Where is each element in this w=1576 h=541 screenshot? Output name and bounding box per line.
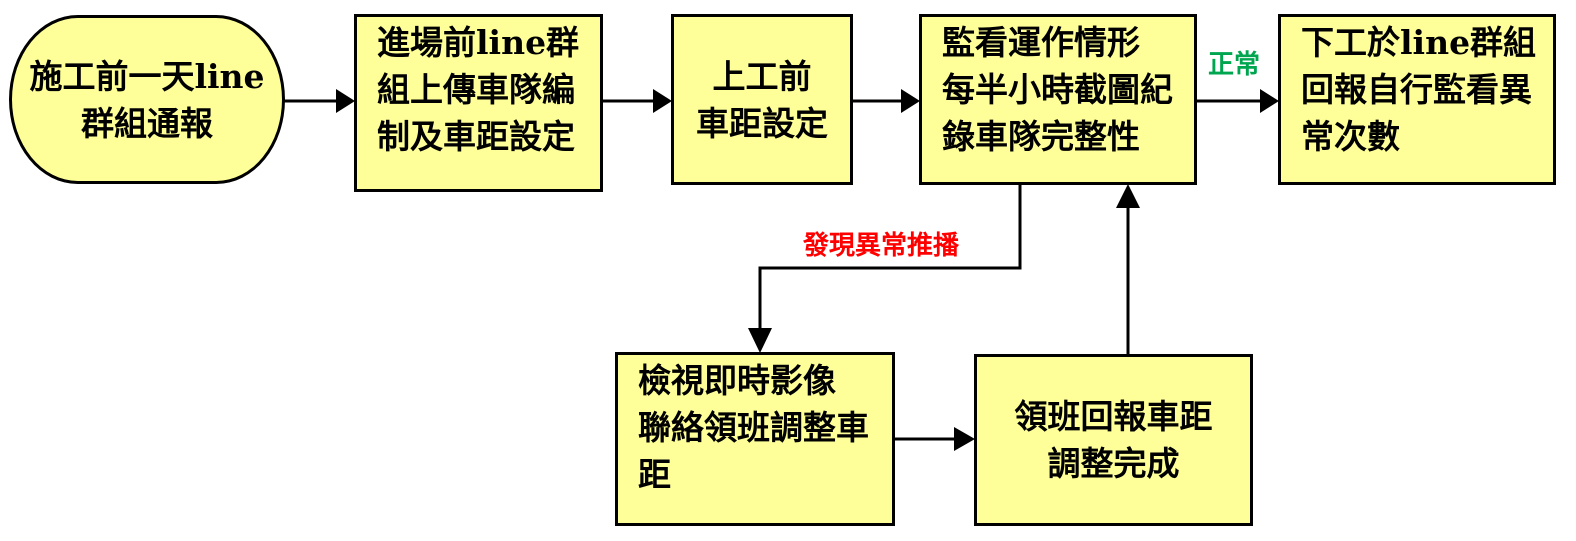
node-text-line: 群組通報 <box>81 103 213 143</box>
node-text-line: 每半小時截圖紀 <box>942 70 1173 109</box>
arrowhead <box>1260 89 1279 113</box>
node-text-line: 回報自行監看異 <box>1301 70 1532 109</box>
node-after-work-report: 下工於line群組 回報自行監看異 常次數 <box>1278 14 1556 185</box>
node-text-line: 常次數 <box>1301 117 1400 156</box>
node-text-line: 進場前line群 <box>377 23 580 62</box>
node-foreman-adjustment-complete: 領班回報車距 調整完成 <box>974 354 1253 526</box>
node-upload-fleet-setup: 進場前line群 組上傳車隊編 制及車距設定 <box>354 14 603 192</box>
arrow-monitor-to-inspect <box>758 184 1022 330</box>
node-text-line: 上工前 <box>712 56 812 96</box>
arrowhead <box>1116 184 1140 208</box>
edge-label-abnormal-push: 發現異常推播 <box>803 231 960 261</box>
node-text-line: 聯絡領班調整車 <box>638 408 869 447</box>
node-text-line: 下工於line群組 <box>1301 23 1537 62</box>
node-text-line: 車距設定 <box>696 103 828 143</box>
node-text-line: 領班回報車距 <box>1014 397 1213 436</box>
node-text-line: 調整完成 <box>1047 444 1180 483</box>
node-text-line: 距 <box>638 455 671 494</box>
node-line-group-notify: 施工前一天line 群組通報 <box>9 15 285 184</box>
node-monitor-operation: 監看運作情形 每半小時截圖紀 錄車隊完整性 <box>919 14 1197 185</box>
arrowhead <box>954 427 975 451</box>
arrowhead <box>336 89 355 113</box>
node-text-line: 施工前一天line <box>29 56 265 96</box>
node-text-line: 組上傳車隊編 <box>377 70 575 109</box>
node-text-line: 錄車隊完整性 <box>942 117 1140 156</box>
arrowhead <box>748 328 772 353</box>
arrowhead <box>653 89 672 113</box>
node-inspect-live-video: 檢視即時影像 聯絡領班調整車 距 <box>615 352 895 526</box>
edge-label-normal: 正常 <box>1208 50 1261 80</box>
node-text-line: 制及車距設定 <box>377 117 575 156</box>
node-pre-work-distance-setup: 上工前 車距設定 <box>671 14 853 185</box>
node-text-line: 檢視即時影像 <box>638 361 836 400</box>
arrowhead <box>901 89 920 113</box>
node-text-line: 監看運作情形 <box>942 23 1140 62</box>
